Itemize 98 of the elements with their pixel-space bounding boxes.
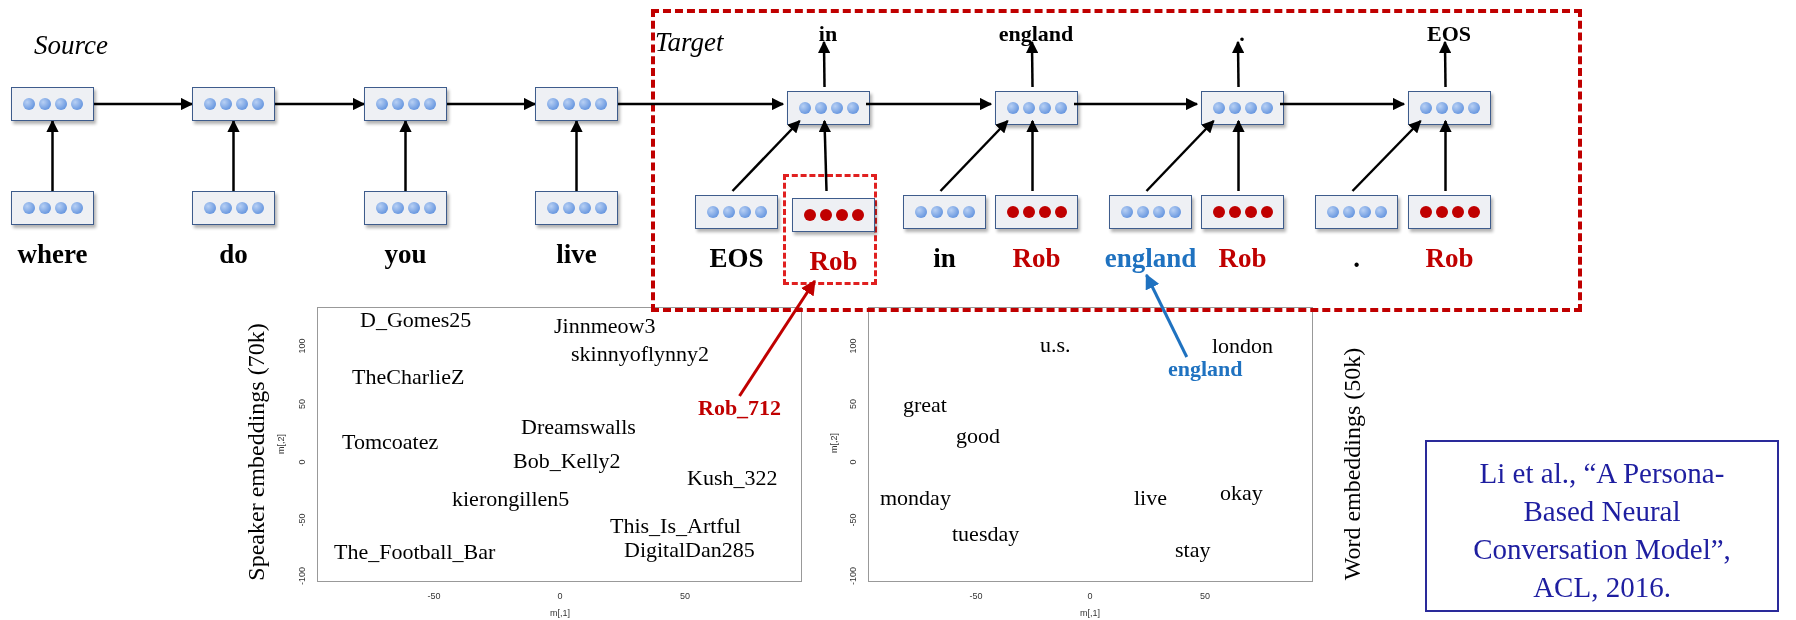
word-label: EOS [708,243,765,273]
output-word: EOS [1427,22,1471,46]
word-label: Rob [808,246,859,276]
arrow [817,40,831,87]
tick-label: -50 [848,513,858,527]
word-label: england [1103,243,1198,273]
point-label: Bob_Kelly2 [513,449,621,473]
hidden-state-box [192,87,275,121]
tick-label: 50 [680,591,690,601]
point-label: Rob_712 [698,396,782,422]
point-label: stay [1175,538,1211,562]
arrow [866,97,993,111]
word-label: where [16,239,89,269]
point-label: monday [880,486,951,510]
output-word: england [998,22,1074,46]
tick-label: 100 [848,338,858,354]
leader-arrow [1145,273,1189,358]
tick-label: -100 [848,567,858,585]
point-label: skinnyoflynny2 [571,342,710,366]
word-label: you [383,239,428,269]
word-label: . [1352,243,1361,273]
tick-label: 0 [297,459,307,465]
point-label: tuesday [952,522,1020,546]
arrow [818,119,832,192]
output-word: in [818,22,838,46]
axis-title: m[,1] [550,608,570,618]
section-title: Source [34,30,108,60]
arrow [1231,40,1245,87]
point-label: D_Gomes25 [360,308,472,332]
point-label: london [1212,334,1274,358]
arrow [1439,119,1452,191]
point-label: england [1168,357,1243,383]
arrow [1438,40,1452,87]
arrow [570,119,583,191]
point-label: Dreamswalls [521,415,636,439]
point-label: great [903,393,947,417]
hidden-state-box [535,87,618,121]
point-label: u.s. [1040,333,1071,357]
tick-label: 0 [848,459,858,465]
tick-label: -100 [297,567,307,585]
arrow [1232,119,1245,191]
point-label: Jinnmeow3 [554,314,656,338]
axis-title: m[,1] [1080,608,1100,618]
arrow [94,97,194,111]
arrow [1351,120,1422,192]
word-label: Rob [1424,243,1475,273]
point-label: TheCharlieZ [352,365,465,389]
arrow [939,120,1009,192]
word-label: in [932,243,957,273]
point-label: okay [1220,481,1263,505]
tick-label: 0 [1087,591,1093,601]
arrow [1025,40,1039,87]
arrow [1074,97,1199,111]
hidden-state-box [364,87,447,121]
word-label: Rob [1011,243,1062,273]
point-label: kierongillen5 [452,487,570,511]
point-label: live [1134,486,1167,510]
axis-title: Word embeddings (50k) [1339,347,1365,581]
point-label: DigitalDan285 [624,538,755,562]
section-title: Target [655,27,724,57]
hidden-state-box [787,91,870,125]
point-label: The_Football_Bar [334,540,496,564]
point-label: This_Is_Artful [610,514,741,538]
axis-title: m[,2] [829,433,839,453]
point-label: Tomcoatez [342,430,439,454]
arrow [1026,119,1039,191]
axis-title: Speaker embeddings (70k) [243,323,269,581]
output-word: . [1239,22,1245,46]
citation-box: Li et al., “A Persona-Based Neural Conversation Model”, ACL, 2016. [1425,440,1779,612]
arrow [275,97,366,111]
tick-label: 100 [297,338,307,354]
tick-label: 0 [557,591,563,601]
highlight-box [783,174,877,285]
word-label: Rob [1217,243,1268,273]
word-label: live [555,239,598,269]
point-label: Kush_322 [687,466,778,490]
arrow [227,119,240,191]
hidden-state-box [1408,91,1491,125]
arrow [1145,120,1215,192]
word-label: do [218,239,249,269]
hidden-state-box [11,87,94,121]
tick-label: 50 [1200,591,1210,601]
tick-label: 50 [297,399,307,409]
tick-label: -50 [297,513,307,527]
tick-label: -50 [427,591,441,601]
arrow [618,97,785,111]
arrow [399,119,412,191]
arrow [46,119,59,191]
leader-arrow [738,279,816,397]
hidden-state-box [995,91,1078,125]
hidden-state-box [1201,91,1284,125]
arrow [447,97,537,111]
point-label: good [956,424,1000,448]
arrow [1280,97,1406,111]
tick-label: -50 [969,591,983,601]
axis-title: m[,2] [276,434,286,454]
tick-label: 50 [848,399,858,409]
arrow [731,120,801,192]
